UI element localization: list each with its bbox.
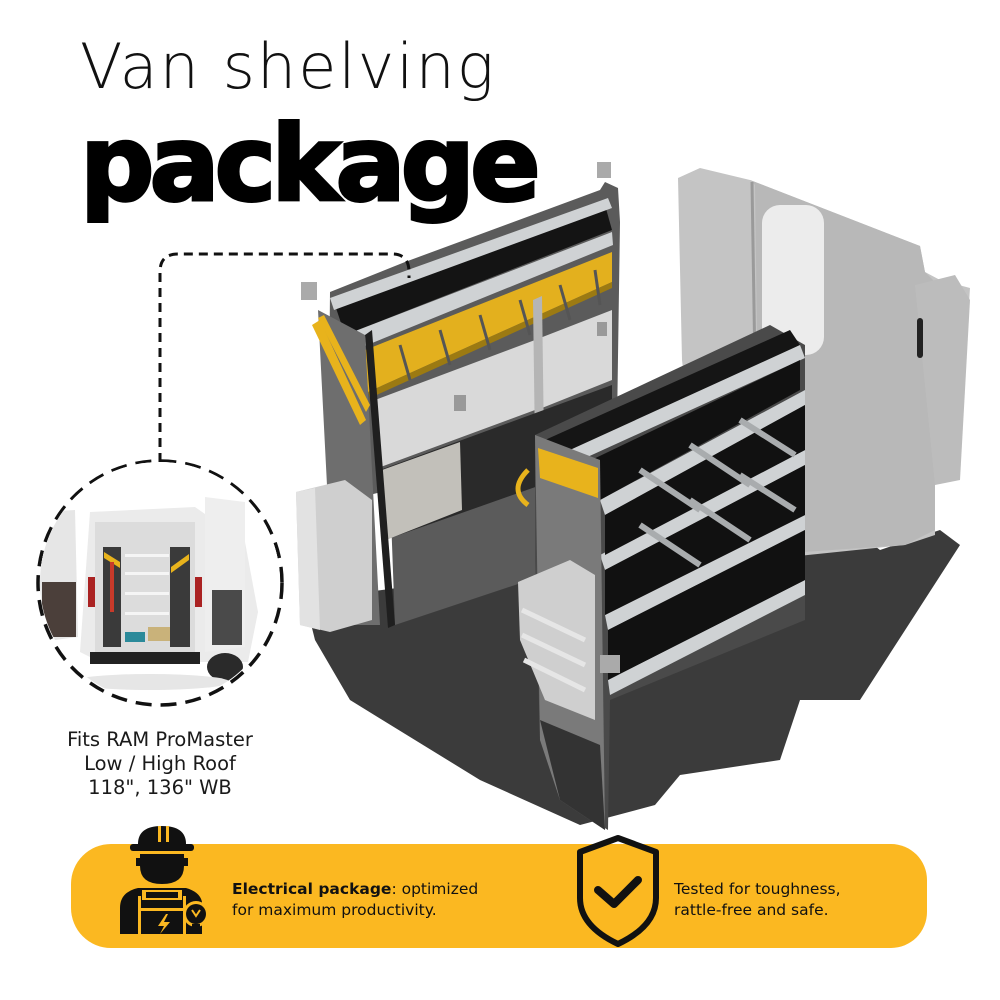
fitment-line-model: Fits RAM ProMaster [67,728,253,751]
title-package: package [79,103,543,225]
yellow-storage-bins [365,252,612,392]
shield-check-icon [577,835,659,947]
feature-electrical-text: Electrical package: optimized for maximu… [232,880,479,919]
van-inset-image [40,462,280,702]
feature-electrical-title: Electrical package [232,880,392,898]
fitment-line-roof: Low / High Roof [84,752,236,775]
front-parts-bin [518,560,595,720]
electrician-worker-icon [120,826,209,936]
feature-banner [71,844,927,948]
drawer-right [540,310,612,408]
partition-perforation [762,205,824,355]
fitment-caption: Fits RAM ProMaster Low / High Roof 118",… [20,728,300,800]
title-van-shelving: Van shelving [80,30,496,103]
fitment-line-wheelbase: 118", 136" WB [88,776,232,799]
feature-tested-text: Tested for toughness, rattle-free and sa… [674,880,841,919]
